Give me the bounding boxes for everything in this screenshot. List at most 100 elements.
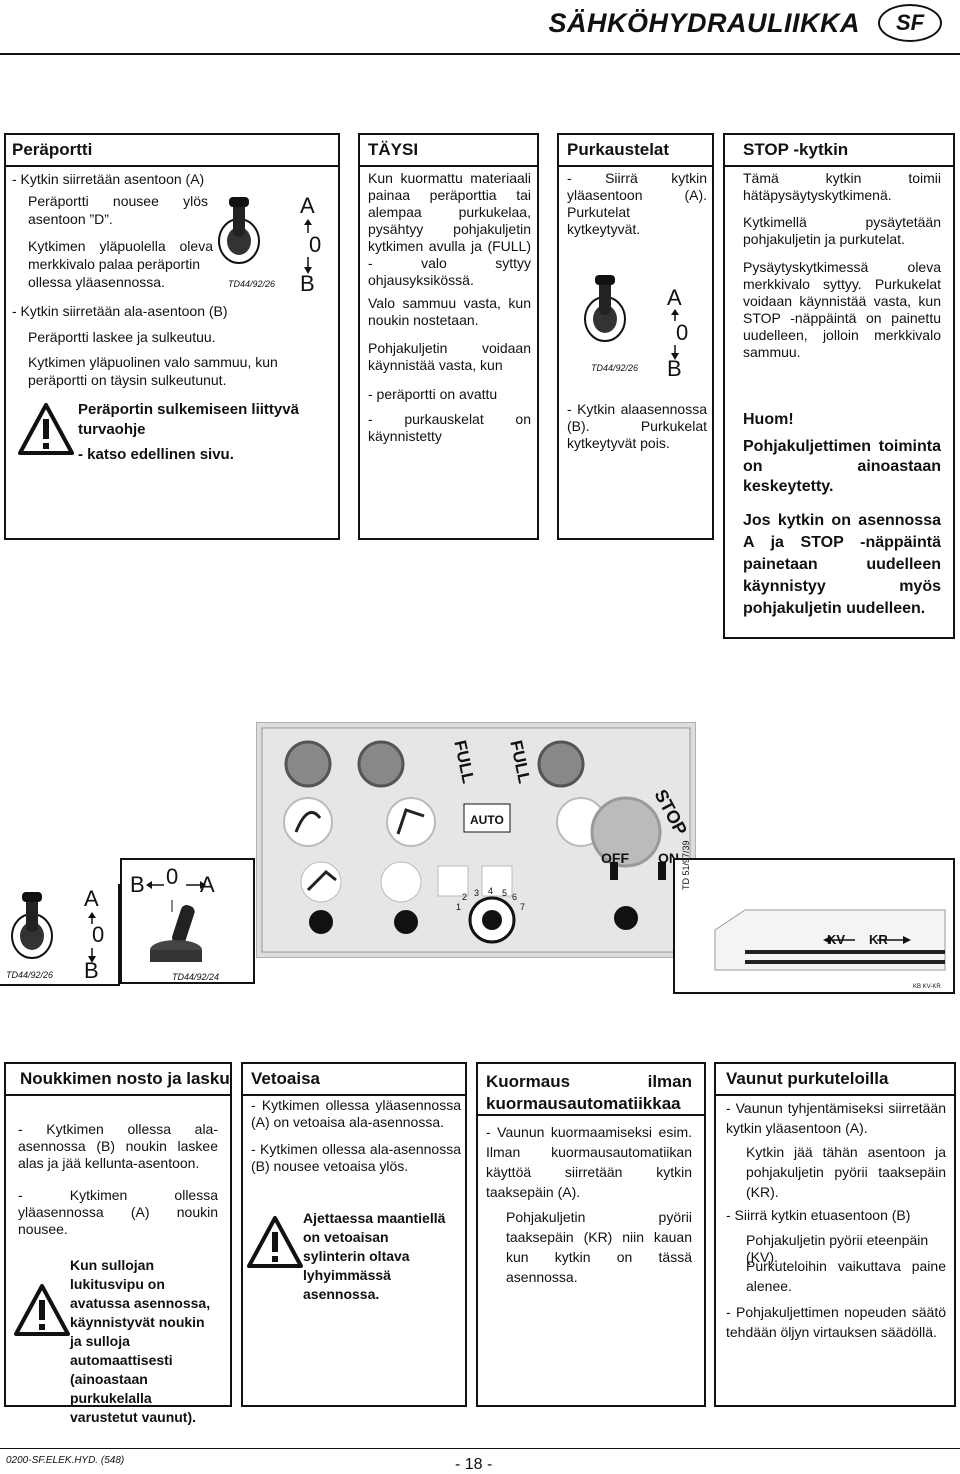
trailer-conveyor-icon bbox=[714, 909, 946, 971]
box-purkaustelat: Purkaustelat - Siirrä kytkin yläasentoon… bbox=[557, 133, 714, 540]
text-line: merkkivalo palaa peräportin bbox=[28, 256, 200, 272]
figure-code: TD44/92/26 bbox=[6, 970, 54, 980]
arrow-icon bbox=[88, 912, 96, 963]
dial-number: 5 bbox=[502, 888, 508, 898]
paragraph: Tämä kytkin toimii hätäpysäytyskytkimenä… bbox=[743, 170, 941, 203]
warning-icon bbox=[14, 1284, 70, 1336]
language-badge: SF bbox=[878, 4, 942, 42]
panel-label-off: OFF bbox=[601, 850, 629, 866]
arrow-icon bbox=[146, 881, 206, 889]
dial-number: 1 bbox=[456, 902, 462, 912]
dial-number: 2 bbox=[462, 892, 468, 902]
lever-switch-icon bbox=[150, 900, 202, 962]
paragraph: Kun kuormattu materiaali painaa peräport… bbox=[368, 170, 531, 288]
paragraph: - Kytkimen ollessa ala-asennossa (B) nou… bbox=[251, 1141, 461, 1174]
paragraph: Pohjakuljettimen toiminta on ainoastaan … bbox=[743, 438, 941, 495]
warning-icon bbox=[247, 1216, 303, 1268]
paragraph: - purkauskelat on käynnistetty bbox=[368, 411, 531, 444]
box-vaunut-purkuteloilla: Vaunut purkuteloilla - Vaunun tyhjentämi… bbox=[714, 1062, 956, 1407]
text-line: Peräportti nousee ylös bbox=[28, 193, 208, 209]
conveyor-diagram: TD 51/97/39 KV KR KB KV-KR bbox=[673, 840, 955, 994]
paragraph: - peräportti on avattu bbox=[368, 386, 498, 402]
paragraph: - Vaunun kuormaamiseksi esim. Ilman kuor… bbox=[486, 1124, 692, 1200]
switch-position-0: 0 bbox=[166, 864, 179, 889]
toggle-switch-icon bbox=[218, 197, 260, 264]
box-kuormaus: Kuormaus ilman kuormausautomatiikkaa - V… bbox=[476, 1062, 706, 1407]
switch-position-a: A bbox=[84, 886, 99, 911]
dial-number: 4 bbox=[488, 886, 494, 896]
header-rule bbox=[0, 53, 960, 55]
paragraph: - Pohjakuljettimen nopeuden säätö tehdää… bbox=[726, 1304, 946, 1340]
figure-code: TD 51/97/39 bbox=[681, 840, 691, 890]
paragraph: - Siirrä kytkin yläasentoon (A). Purkute… bbox=[567, 170, 707, 237]
switch-position-a: A bbox=[667, 285, 682, 310]
box-title: STOP -kytkin bbox=[743, 140, 849, 159]
text-line: ollessa yläasennossa. bbox=[28, 274, 165, 290]
paragraph: - Kytkimen ollessa ala-asennossa (B) nou… bbox=[18, 1121, 218, 1171]
switch-position-0: 0 bbox=[92, 922, 105, 947]
paragraph: Valo sammuu vasta, kun noukin nostetaan. bbox=[368, 295, 531, 328]
dial-number: 3 bbox=[474, 888, 480, 898]
paragraph: Kytkimellä pysäytetään pohjakuljetin ja … bbox=[743, 214, 941, 247]
box-title: Vaunut purkuteloilla bbox=[726, 1069, 889, 1088]
text-line: Kytkimen yläpuolinen valo sammuu, kun bbox=[28, 354, 278, 370]
box-taysi: TÄYSI Kun kuormattu materiaali painaa pe… bbox=[358, 133, 539, 540]
text-line: Peräportti laskee ja sulkeutuu. bbox=[28, 329, 216, 345]
paragraph: - Kytkin alaasennossa (B). Purkukelat ky… bbox=[567, 401, 707, 451]
toggle-switch-icon bbox=[584, 275, 626, 342]
box-vetoaisa: Vetoaisa - Kytkimen ollessa yläasennossa… bbox=[241, 1062, 467, 1407]
text-line: - Kytkin siirretään ala-asentoon (B) bbox=[12, 303, 228, 319]
box-noukkimen-nosto: Noukkimen nosto ja lasku - Kytkimen olle… bbox=[4, 1062, 232, 1425]
warning-text: Peräportin sulkemiseen liittyvä bbox=[78, 401, 299, 418]
note-heading: Huom! bbox=[743, 411, 794, 428]
switch-position-a: A bbox=[300, 193, 315, 218]
box-title: Peräportti bbox=[12, 140, 93, 159]
figure-code: KB KV-KR bbox=[913, 984, 941, 990]
paragraph: Pohjakuljetin pyörii eteenpäin (KV). bbox=[746, 1232, 929, 1265]
text-line: peräportti on täysin sulkeutunut. bbox=[28, 372, 227, 388]
paragraph: Jos kytkin on asennossa A ja STOP -näppä… bbox=[743, 512, 941, 617]
box-title: TÄYSI bbox=[368, 140, 419, 159]
paragraph: Pohjakuljetin voidaan käynnistää vasta, … bbox=[368, 340, 531, 373]
page-number: - 18 - bbox=[455, 1456, 493, 1473]
speed-dial-scale: 1 2 3 4 5 6 7 bbox=[456, 886, 528, 920]
toggle-switch-icon bbox=[11, 892, 53, 959]
switch-diagram-1: TD44/92/26 A 0 B bbox=[0, 884, 120, 986]
text-line: asentoon ”D”. bbox=[28, 211, 113, 227]
label-kr: KR bbox=[869, 932, 888, 947]
panel-label-auto: AUTO bbox=[470, 813, 504, 827]
switch-position-b: B bbox=[300, 271, 315, 296]
paragraph: - Siirrä kytkin etuasentoon (B) bbox=[726, 1207, 911, 1223]
arrow-icon bbox=[304, 219, 312, 274]
box-peraportti: Peräportti - Kytkin siirretään asentoon … bbox=[4, 133, 340, 540]
box-title: Noukkimen nosto ja lasku bbox=[20, 1069, 230, 1088]
dial-number: 6 bbox=[512, 892, 518, 902]
switch-position-b: B bbox=[130, 872, 145, 897]
control-panel-drawing bbox=[255, 721, 697, 959]
paragraph: - Kytkimen ollessa yläasennossa (A) nouk… bbox=[18, 1187, 218, 1237]
box-title: Purkaustelat bbox=[567, 140, 670, 159]
box-title: Vetoaisa bbox=[251, 1069, 320, 1088]
document-code: 0200-SF.ELEK.HYD. (548) bbox=[6, 1455, 125, 1466]
switch-position-0: 0 bbox=[309, 232, 322, 257]
switch-position-0: 0 bbox=[676, 320, 689, 345]
warning-icon bbox=[18, 403, 74, 455]
box-title: Kuormaus ilman kuormausautomatiikkaa bbox=[486, 1072, 692, 1113]
paragraph: Purkuteloihin vaikuttava paine alenee. bbox=[746, 1258, 946, 1294]
warning-text: Ajettaessa maantiellä on vetoaisan sylin… bbox=[303, 1210, 446, 1302]
switch-position-b: B bbox=[84, 958, 99, 983]
warning-text: - katso edellinen sivu. bbox=[78, 446, 234, 463]
paragraph: - Kytkimen ollessa yläasennossa (A) on v… bbox=[251, 1097, 461, 1130]
arrow-icon bbox=[671, 309, 679, 360]
figure-code: TD44/92/26 bbox=[591, 363, 639, 373]
paragraph: Kytkin jää tähän asentoon ja pohjakuljet… bbox=[746, 1144, 946, 1200]
page-title: SÄHKÖHYDRAULIIKKA bbox=[548, 8, 860, 38]
box-stop-kytkin: STOP -kytkin Tämä kytkin toimii hätäpysä… bbox=[723, 133, 955, 639]
warning-text: turvaohje bbox=[78, 421, 146, 438]
paragraph: Pysäytyskytkimessä oleva merkkivalo sytt… bbox=[743, 259, 941, 360]
switch-diagram-2: B 0 A TD44/92/24 bbox=[120, 858, 255, 984]
figure-code: TD44/92/26 bbox=[228, 279, 276, 289]
warning-text: Kun sullojan lukitusvipu on avatussa ase… bbox=[70, 1257, 211, 1425]
label-kv: KV bbox=[827, 932, 846, 947]
switch-position-b: B bbox=[667, 356, 682, 381]
